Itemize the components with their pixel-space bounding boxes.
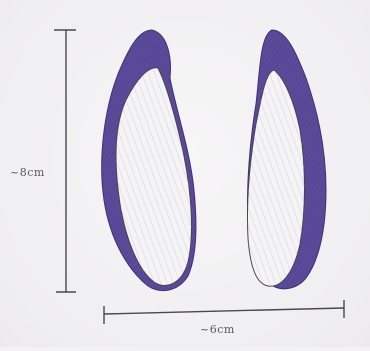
left-ear (101, 29, 197, 292)
left-ear-hatching (116, 67, 192, 286)
height-dimension (54, 29, 76, 293)
width-line (103, 307, 345, 315)
height-label: ~8cm (10, 166, 45, 179)
right-ear-hatching (247, 70, 305, 287)
right-ear (246, 29, 327, 290)
width-label: ~6cm (200, 323, 235, 336)
width-dimension (103, 300, 345, 324)
